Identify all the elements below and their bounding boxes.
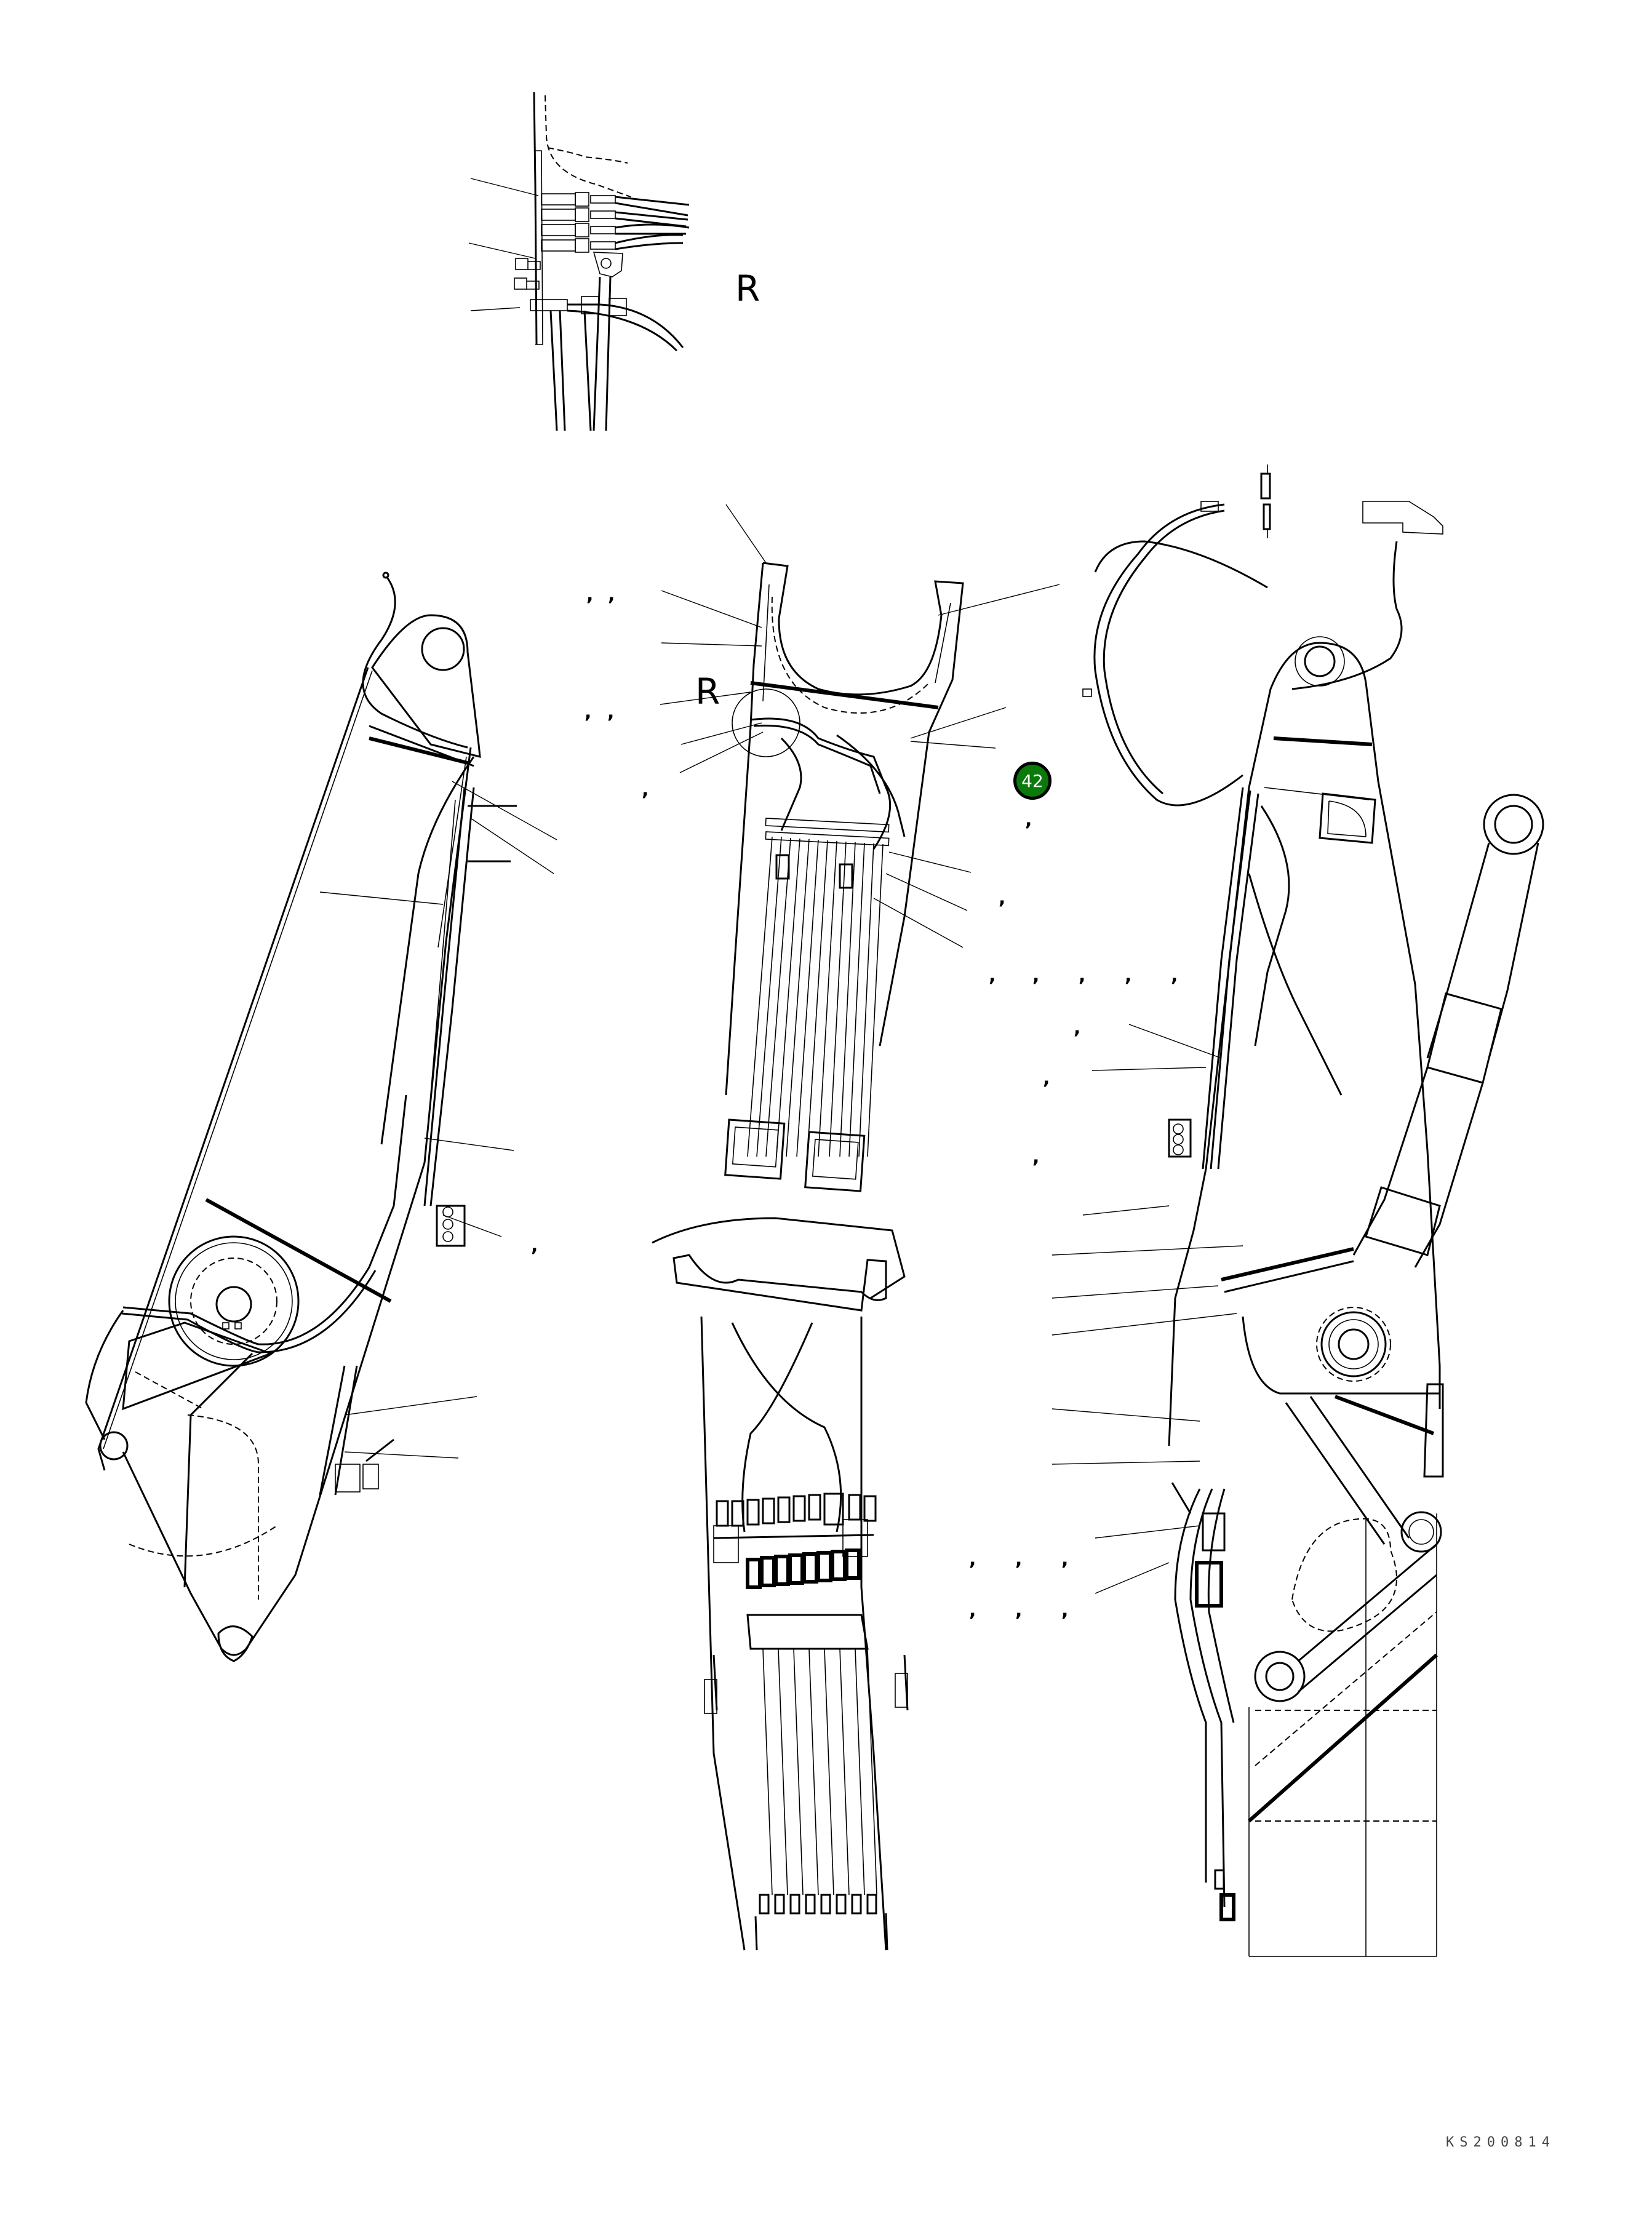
front-view [652, 504, 1060, 1951]
coupling-row-upper [716, 1493, 877, 1527]
tick-mark: , [1015, 1600, 1023, 1621]
tick-mark: , [989, 965, 996, 986]
hose-fitting-row [541, 223, 690, 237]
tick-mark: , [531, 1235, 538, 1256]
tick-mark: , [1015, 1548, 1023, 1570]
callout-number: 42 [1021, 770, 1043, 791]
boom-cylinder [1352, 794, 1544, 1268]
tick-mark: , [1061, 1548, 1069, 1570]
boom-pivot-assembly [1316, 1307, 1391, 1382]
tick-mark: , [999, 887, 1006, 909]
right-side-view [1051, 464, 1544, 1957]
tick-mark: , [607, 701, 615, 723]
hose-bundle [747, 836, 884, 1157]
tick-mark: , [1025, 809, 1032, 831]
valve-block [436, 1205, 466, 1247]
tick-mark: , [585, 701, 592, 723]
tick-mark: , [1125, 965, 1132, 986]
valve-block [1168, 1118, 1192, 1158]
tick-mark: , [642, 779, 649, 800]
part-callout-42[interactable]: 42 [1013, 762, 1051, 800]
hose-end-row [759, 1894, 877, 1915]
tick-mark: , [608, 584, 615, 605]
tick-mark: , [1043, 1067, 1050, 1089]
detail-r-view [468, 92, 690, 431]
front-view-r-marker-label: R [695, 671, 720, 712]
left-boom-view [85, 572, 557, 1662]
hose-fitting-row [541, 192, 690, 217]
tick-mark: , [1032, 965, 1040, 986]
tick-mark: , [1074, 1017, 1081, 1038]
angle-indicator-plate [1319, 792, 1376, 844]
tick-mark: , [969, 1548, 976, 1570]
boom-foot-pin-assembly [168, 1235, 300, 1367]
coupling-row-lower [746, 1548, 861, 1589]
tick-mark: , [969, 1600, 976, 1621]
detail-r-marker-circle [732, 688, 800, 757]
tick-mark: , [1079, 965, 1086, 986]
drawing-reference-code: KS200814 [1446, 2135, 1555, 2150]
clamp-block-left [724, 1118, 786, 1180]
hose-fitting-row [541, 234, 684, 253]
tick-mark: , [1061, 1600, 1069, 1621]
tick-mark: , [1032, 1146, 1040, 1168]
tick-mark: , [586, 584, 594, 605]
clamp-block-right [804, 1131, 866, 1192]
detail-r-label: R [735, 268, 760, 309]
tick-mark: , [1171, 965, 1178, 986]
